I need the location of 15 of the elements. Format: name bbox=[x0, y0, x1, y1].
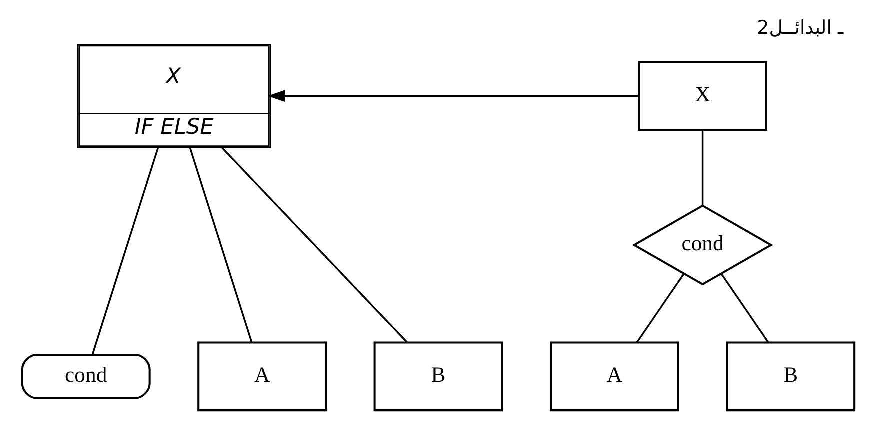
node-box: B bbox=[373, 342, 503, 412]
connector bbox=[701, 130, 704, 206]
connector bbox=[636, 273, 684, 344]
connector bbox=[220, 147, 408, 344]
diagram-title: 2ـ البدائــل bbox=[756, 17, 844, 40]
node-diamond: cond bbox=[632, 204, 773, 286]
node-box: A bbox=[197, 342, 327, 412]
node-box: X bbox=[638, 61, 767, 132]
connector bbox=[720, 273, 769, 344]
node-box: B bbox=[726, 342, 856, 412]
connector bbox=[188, 148, 252, 344]
connector bbox=[91, 148, 159, 355]
node-box: A bbox=[549, 342, 679, 412]
arrow bbox=[268, 90, 639, 102]
node-box: cond bbox=[20, 354, 150, 400]
